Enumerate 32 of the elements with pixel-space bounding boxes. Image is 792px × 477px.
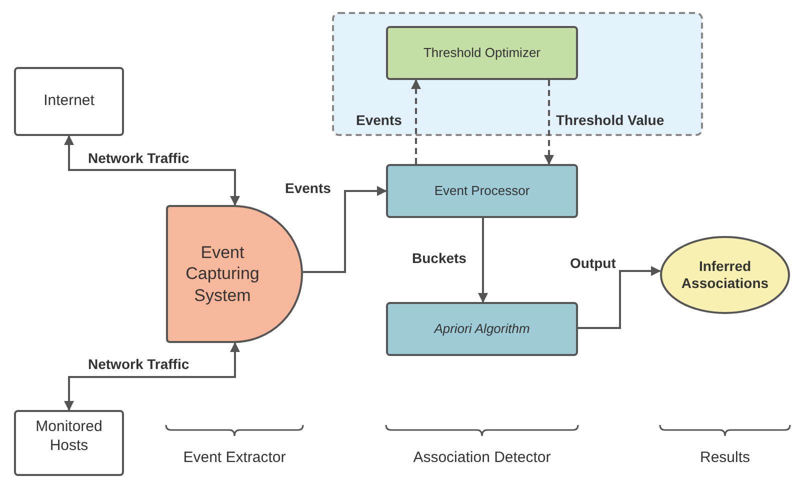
process-box bbox=[386, 302, 578, 356]
edge-label: Network Traffic bbox=[88, 150, 190, 166]
arrow bbox=[64, 342, 240, 411]
edge-label: Buckets bbox=[412, 250, 466, 266]
edge-label: Network Traffic bbox=[88, 356, 190, 372]
delay-shape bbox=[166, 205, 303, 343]
process-box bbox=[386, 26, 578, 80]
edge-label: Threshold Value bbox=[556, 112, 664, 128]
edge-label: Events bbox=[356, 112, 402, 128]
process-box bbox=[386, 164, 578, 218]
node-label: Inferred Associations bbox=[680, 258, 770, 292]
arrow bbox=[478, 218, 488, 303]
entity-box bbox=[14, 410, 124, 476]
node-label: Event Processor bbox=[434, 182, 530, 200]
section-label: Association Detector bbox=[412, 449, 552, 466]
section-label: Results bbox=[698, 449, 752, 466]
arrow bbox=[303, 186, 387, 273]
arrow bbox=[64, 135, 240, 206]
arrow bbox=[411, 79, 421, 164]
ellipse-node bbox=[660, 236, 790, 314]
arrow bbox=[544, 80, 554, 165]
node-label: Apriori Algorithm bbox=[434, 320, 530, 338]
edge-label: Output bbox=[570, 255, 616, 271]
dashed-group-box bbox=[332, 12, 703, 136]
node-label: Monitored Hosts bbox=[34, 418, 104, 456]
node-label: Threshold Optimizer bbox=[423, 44, 541, 62]
node-label: Event Capturing System bbox=[184, 242, 260, 306]
entity-box bbox=[14, 67, 124, 136]
arrow bbox=[578, 266, 661, 329]
edge-label: Events bbox=[285, 180, 331, 196]
section-label: Event Extractor bbox=[182, 449, 287, 466]
node-label: Internet bbox=[44, 92, 94, 111]
